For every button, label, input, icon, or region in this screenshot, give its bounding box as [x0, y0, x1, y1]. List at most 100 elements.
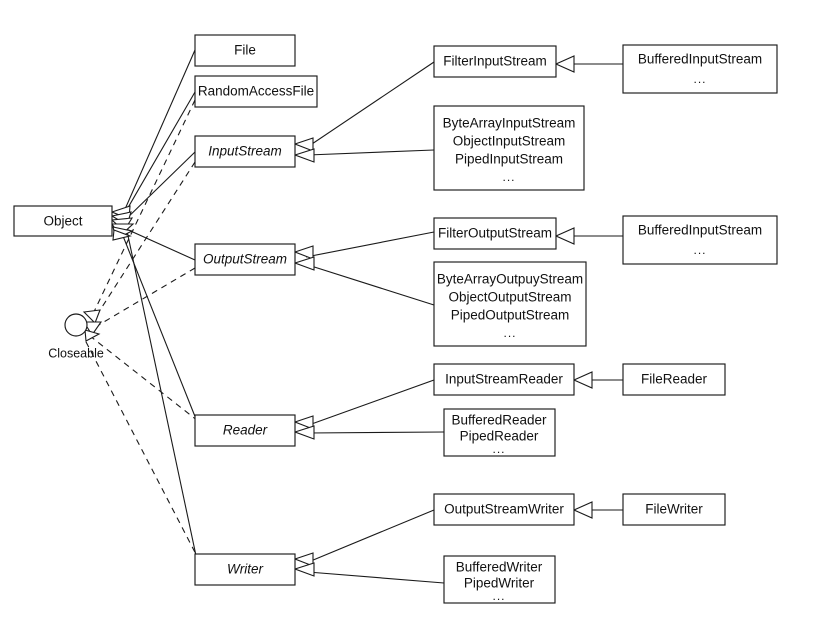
arrowhead-filteroutputstream-from-buffered [554, 227, 575, 245]
node-output-stream-writer[interactable]: OutputStreamWriter [433, 493, 575, 526]
node-buffered-reader-group[interactable]: BufferedReader PipedReader ... [443, 408, 556, 457]
buffered-output-stream-line2: ... [693, 243, 706, 257]
node-buffered-input-stream[interactable]: BufferedInputStream ... [622, 44, 778, 94]
byte-array-input-line1: ByteArrayInputStream [443, 116, 576, 131]
input-stream-label: InputStream [208, 144, 282, 159]
output-stream-box[interactable] [194, 243, 296, 276]
node-buffered-writer-group[interactable]: BufferedWriter PipedWriter ... [443, 555, 556, 604]
reader-box[interactable] [194, 414, 296, 447]
node-buffered-output-stream[interactable]: BufferedInputStream ... [622, 215, 778, 265]
buffered-input-stream-line2: ... [693, 72, 706, 86]
buffered-output-stream-box[interactable] [622, 215, 778, 265]
edge-filteroutputstream-to-outputstream [305, 231, 435, 258]
file-writer-label: FileWriter [645, 502, 703, 517]
buffered-input-stream-line1: BufferedInputStream [638, 52, 762, 67]
buffered-input-stream-box[interactable] [622, 44, 778, 94]
byte-array-output-line1: ByteArrayOutpuyStream [437, 272, 583, 287]
file-label: File [234, 43, 256, 58]
output-stream-label: OutputStream [203, 252, 287, 267]
node-output-stream[interactable]: OutputStream [194, 243, 296, 276]
arrowhead-closeable-upper [82, 309, 101, 324]
byte-array-output-group-box[interactable] [433, 261, 587, 347]
node-writer[interactable]: Writer [194, 553, 296, 586]
edge-reader-to-object [120, 230, 199, 425]
object-box[interactable] [13, 205, 113, 237]
edge-file-to-object [121, 49, 196, 217]
arrowhead-closeable-mid [83, 321, 103, 337]
edge-filterinputstream-to-inputstream [305, 61, 435, 149]
buffered-reader-line2: PipedReader [460, 429, 539, 444]
input-stream-reader-label: InputStreamReader [445, 372, 563, 387]
buffered-writer-line2: PipedWriter [464, 576, 535, 591]
buffered-writer-group-box[interactable] [443, 555, 556, 604]
writer-box[interactable] [194, 553, 296, 586]
arrowhead-outputstream-from-filteroutputstream [293, 245, 314, 260]
random-access-file-box[interactable] [194, 75, 318, 108]
arrowhead-writer-from-bufferedwriter [293, 562, 315, 577]
output-stream-writer-label: OutputStreamWriter [444, 502, 564, 517]
node-byte-array-output-group[interactable]: ByteArrayOutpuyStream ObjectOutputStream… [433, 261, 587, 347]
arrowhead-reader-from-inputstreamreader [293, 415, 314, 430]
node-input-stream[interactable]: InputStream [194, 135, 296, 168]
edge-inputstream-to-closeable [94, 161, 196, 319]
edge-randomaccessfile-to-object [121, 91, 196, 219]
edge-outputstreamwriter-to-writer [305, 509, 435, 564]
byte-array-output-line2: ObjectOutputStream [448, 290, 571, 305]
node-file-reader[interactable]: FileReader [622, 363, 726, 396]
edge-bufferedwriter-to-writer [307, 571, 445, 584]
filter-input-stream-label: FilterInputStream [443, 54, 547, 69]
arrowhead-closeable-lower [84, 329, 101, 342]
edge-bufferedreader-to-reader [307, 431, 445, 434]
reader-label: Reader [223, 423, 268, 438]
edge-inputstreamreader-to-reader [305, 379, 435, 427]
byte-array-output-line4: ... [503, 326, 516, 340]
buffered-output-stream-line1: BufferedInputStream [638, 223, 762, 238]
node-reader[interactable]: Reader [194, 414, 296, 447]
node-input-stream-reader[interactable]: InputStreamReader [433, 363, 575, 396]
edge-inputstream-to-object [123, 151, 196, 222]
edge-outputstream-to-object [123, 227, 196, 261]
node-file-writer[interactable]: FileWriter [622, 493, 726, 526]
arrowhead-inputstreamreader-from-filereader [572, 371, 593, 389]
edge-reader-to-closeable [89, 335, 199, 422]
edge-bytearrayoutput-to-outputstream [307, 264, 435, 306]
filter-input-stream-box[interactable] [433, 45, 557, 78]
closeable-interface-circle[interactable] [64, 313, 88, 337]
edge-randomaccessfile-to-closeable [91, 99, 196, 317]
file-writer-box[interactable] [622, 493, 726, 526]
node-random-access-file[interactable]: RandomAccessFile [194, 75, 318, 108]
random-access-file-label: RandomAccessFile [198, 84, 314, 99]
buffered-reader-group-box[interactable] [443, 408, 556, 457]
arrowhead-inputstream-from-bytearrayinput [293, 148, 315, 163]
arrowhead-outputstream-from-bytearrayoutput [293, 256, 315, 271]
input-stream-reader-box[interactable] [433, 363, 575, 396]
buffered-writer-line1: BufferedWriter [456, 560, 543, 575]
edge-writer-to-closeable [83, 337, 201, 563]
file-box[interactable] [194, 34, 296, 67]
byte-array-input-line3: PipedInputStream [455, 152, 563, 167]
node-filter-input-stream[interactable]: FilterInputStream [433, 45, 557, 78]
node-object[interactable]: Object [13, 205, 113, 237]
byte-array-input-line2: ObjectInputStream [453, 134, 566, 149]
input-stream-box[interactable] [194, 135, 296, 168]
object-label: Object [43, 214, 82, 229]
byte-array-input-group-box[interactable] [433, 105, 585, 191]
node-file[interactable]: File [194, 34, 296, 67]
closeable-label: Closeable [48, 346, 104, 360]
filter-output-stream-label: FilterOutputStream [438, 226, 552, 241]
byte-array-output-line3: PipedOutputStream [451, 308, 570, 323]
file-reader-label: FileReader [641, 372, 708, 387]
filter-output-stream-box[interactable] [433, 217, 557, 250]
file-reader-box[interactable] [622, 363, 726, 396]
arrowhead-writer-from-outputstreamwriter [293, 552, 314, 567]
node-filter-output-stream[interactable]: FilterOutputStream [433, 217, 557, 250]
writer-label: Writer [227, 562, 263, 577]
node-closeable[interactable]: Closeable [48, 313, 104, 360]
arrowhead-filterinputstream-from-buffered [554, 55, 575, 73]
output-stream-writer-box[interactable] [433, 493, 575, 526]
node-byte-array-input-group[interactable]: ByteArrayInputStream ObjectInputStream P… [433, 105, 585, 191]
buffered-reader-line1: BufferedReader [451, 413, 547, 428]
buffered-writer-line3: ... [492, 589, 505, 603]
